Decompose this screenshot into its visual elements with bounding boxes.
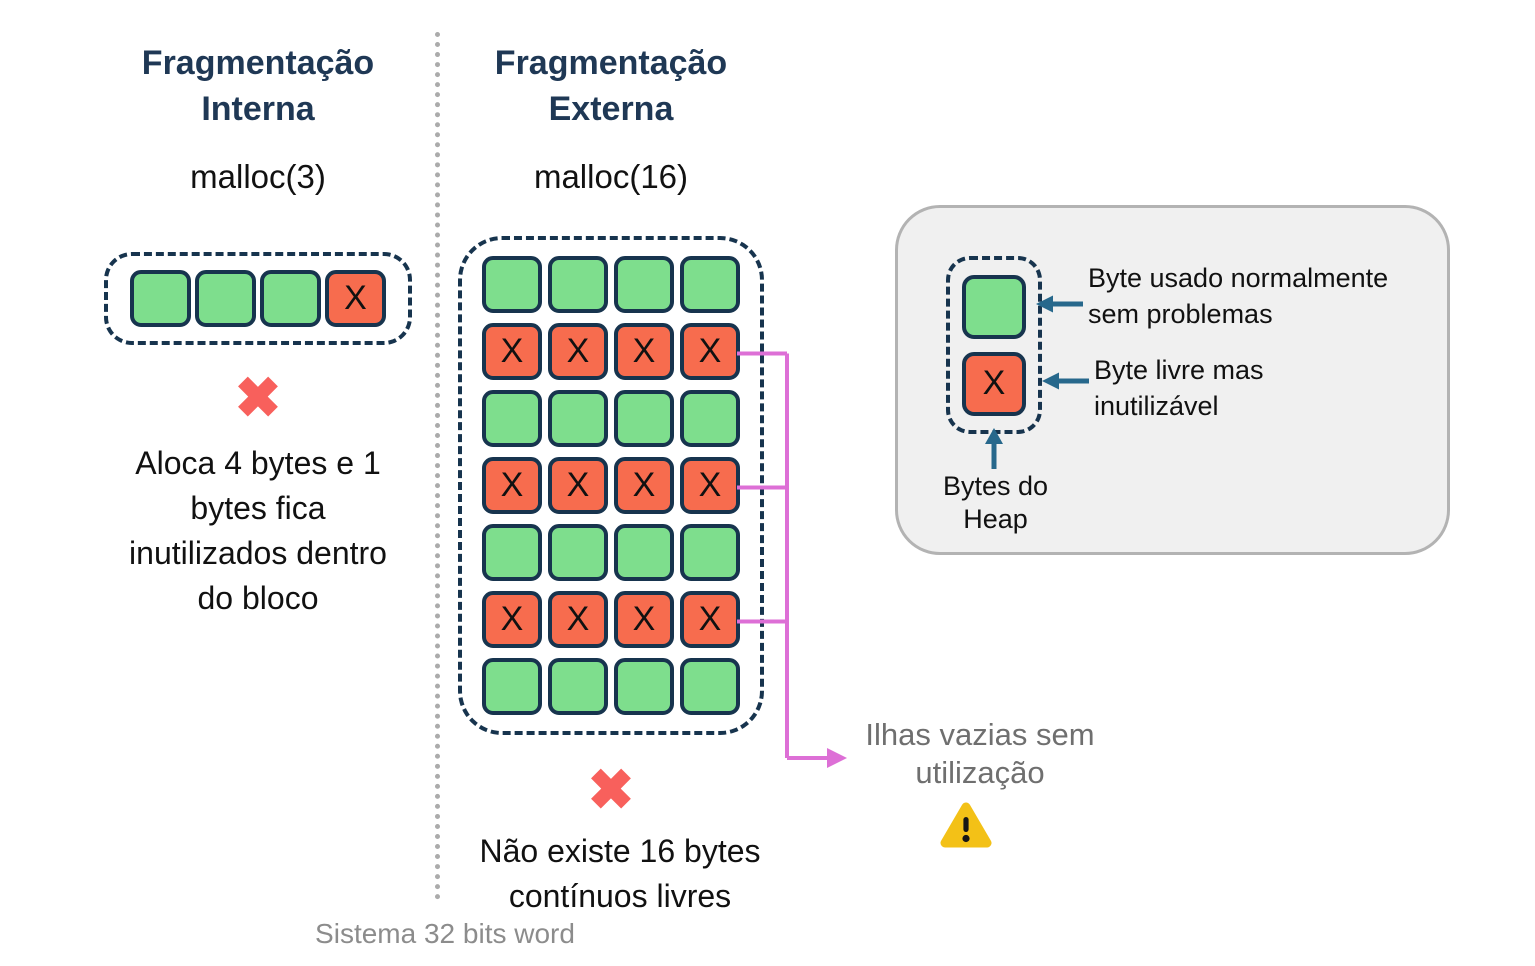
heap-byte-used	[482, 524, 542, 581]
empty-islands-connector-arrow	[737, 351, 847, 768]
empty-islands-note: Ilhas vazias sem utilização	[865, 717, 1095, 790]
heap-byte-unusable: X	[482, 591, 542, 648]
heap-byte-used	[130, 270, 191, 327]
heap-byte-used	[614, 390, 674, 447]
heap-byte-used	[482, 658, 542, 715]
heap-byte-used	[260, 270, 321, 327]
heap-row	[482, 658, 740, 715]
external-fragmentation-caption: Não existe 16 bytes contínuos livres	[479, 833, 761, 914]
internal-fragmentation-title: Fragmentação Interna	[141, 44, 375, 128]
heap-byte-unusable: X	[680, 591, 740, 648]
heap-byte-used	[482, 390, 542, 447]
heap-byte-used	[548, 658, 608, 715]
heap-byte-used	[614, 524, 674, 581]
external-fragmentation-title: Fragmentação Externa	[494, 44, 728, 128]
legend-used-byte-swatch	[962, 274, 1026, 339]
heap-byte-used	[614, 256, 674, 313]
heap-byte-used	[680, 390, 740, 447]
heap-byte-used	[548, 390, 608, 447]
heap-byte-used	[548, 256, 608, 313]
heap-byte-unusable: X	[614, 457, 674, 514]
legend-panel: X Byte usado normalmente sem problemas B…	[895, 205, 1450, 555]
heap-byte-used	[680, 256, 740, 313]
arrow-left-icon	[1042, 372, 1089, 390]
arrow-left-icon	[1036, 295, 1083, 313]
red-cross-icon: ✖	[587, 758, 635, 821]
arrow-up-icon	[985, 428, 1003, 469]
heap-row	[482, 256, 740, 313]
system-word-size-note: Sistema 32 bits word	[315, 918, 575, 949]
heap-byte-used	[680, 524, 740, 581]
malloc3-block: X	[104, 252, 412, 345]
heap-byte-used	[548, 524, 608, 581]
internal-fragmentation-section: Fragmentação Interna malloc(3) X ✖ Aloca…	[60, 40, 456, 621]
heap-bytes-label: Bytes do Heap	[942, 471, 1049, 534]
heap-byte-unusable: X	[548, 323, 608, 380]
column-separator-dotted-line	[435, 32, 440, 900]
heap-byte-used	[614, 658, 674, 715]
legend-unusable-byte-label: Byte livre mas inutilizável	[1094, 355, 1264, 421]
heap-byte-unusable: X	[548, 591, 608, 648]
heap-byte-unusable: X	[325, 270, 386, 327]
legend-unusable-byte-swatch: X	[962, 351, 1026, 416]
heap-byte-unusable: X	[482, 457, 542, 514]
heap-byte-used	[680, 658, 740, 715]
warning-icon	[940, 802, 992, 848]
malloc16-label: malloc(16)	[533, 158, 689, 195]
heap-byte-unusable: X	[680, 323, 740, 380]
heap-row	[482, 390, 740, 447]
heap-byte-used	[195, 270, 256, 327]
malloc3-label: malloc(3)	[190, 158, 326, 195]
red-cross-icon: ✖	[234, 366, 282, 429]
internal-fragmentation-caption: Aloca 4 bytes e 1 bytes fica inutilizado…	[129, 445, 387, 616]
legend-used-byte-label: Byte usado normalmente sem problemas	[1088, 263, 1389, 329]
legend-heap-bytes-box: X	[946, 256, 1042, 434]
heap-byte-unusable: X	[614, 591, 674, 648]
heap-byte-unusable: X	[482, 323, 542, 380]
heap-row	[482, 524, 740, 581]
heap-byte-unusable: X	[548, 457, 608, 514]
heap-byte-used	[482, 256, 542, 313]
heap-byte-unusable: X	[614, 323, 674, 380]
heap-row: X	[130, 270, 386, 327]
heap-byte-unusable: X	[680, 457, 740, 514]
